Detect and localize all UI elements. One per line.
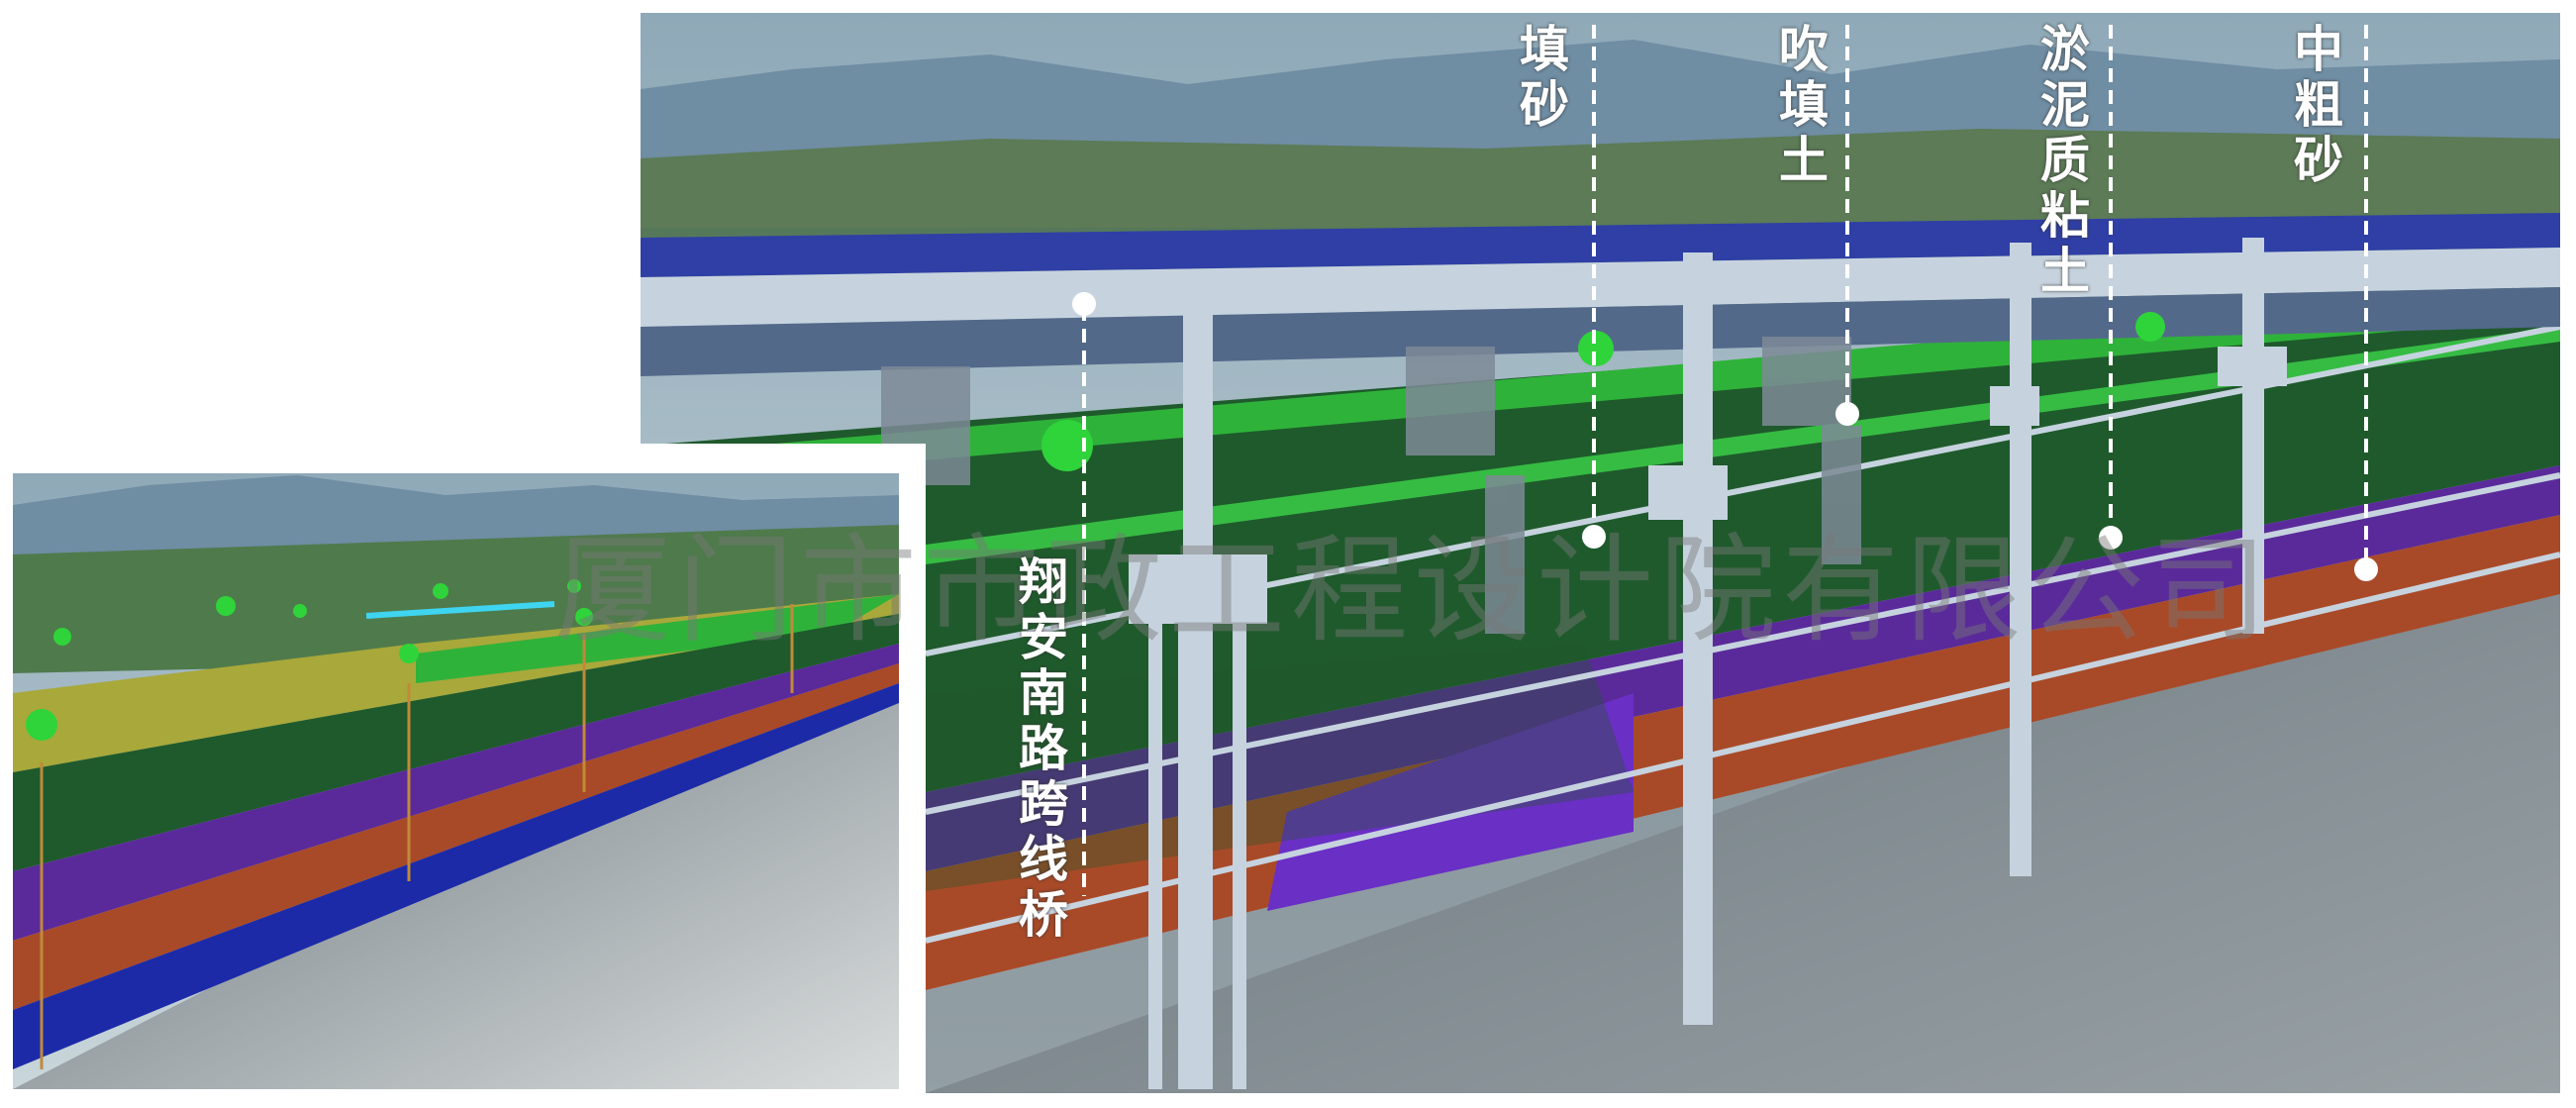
stratum-label-fill-sand: 填砂 (1520, 21, 1569, 134)
stratum-label-medium-coarse-sand: 中粗砂 (2294, 21, 2343, 189)
bridge-label: 翔安南路跨线桥 (1019, 554, 1068, 944)
inset-3d-view[interactable] (13, 473, 899, 1089)
stratum-label-silty-clay: 淤泥质粘土 (2040, 21, 2090, 300)
main-3d-view[interactable] (641, 13, 2560, 1093)
watermark: 厦门市市政工程设计院有限公司 (554, 522, 2274, 658)
stratum-label-dredger-fill: 吹填土 (1779, 21, 1829, 189)
